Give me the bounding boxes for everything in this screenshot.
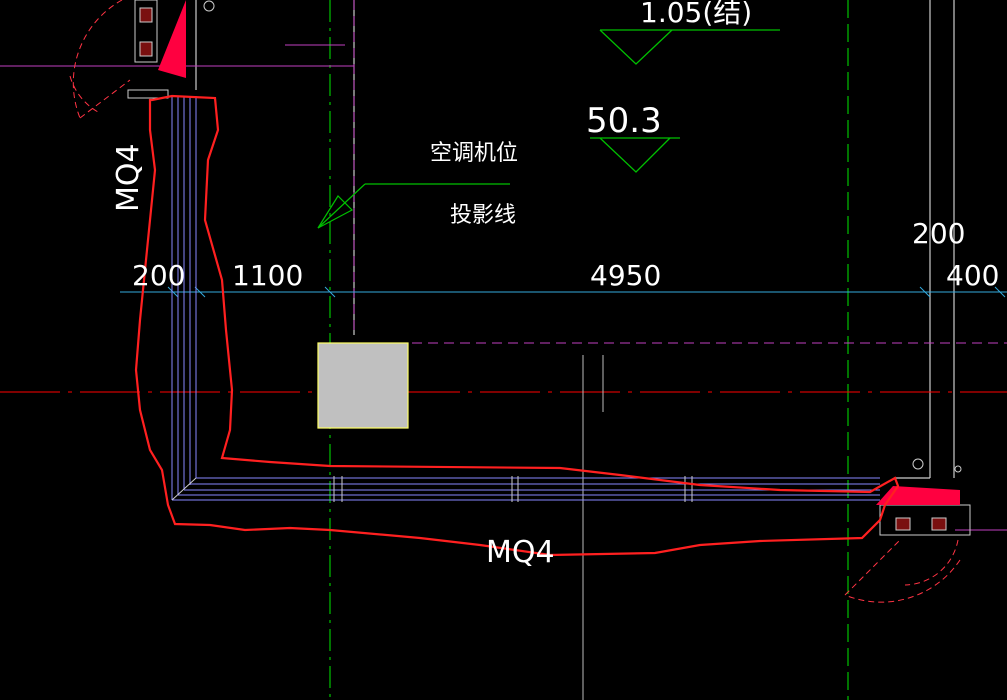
door-detail-bottom-right bbox=[876, 458, 971, 536]
markup-red-outline bbox=[134, 94, 900, 557]
building-outline bbox=[195, 0, 955, 479]
top-level-label: 1.05(结) bbox=[640, 0, 752, 29]
wall-mq4-horizontal bbox=[171, 477, 880, 501]
red-axis-line bbox=[0, 355, 1007, 700]
note-leader bbox=[317, 183, 510, 229]
level-symbol-50-3 bbox=[590, 137, 680, 173]
dim-1100: 1100 bbox=[232, 259, 303, 292]
note-line-2: 投影线 bbox=[450, 203, 516, 228]
dim-4950: 4950 bbox=[590, 259, 661, 292]
door-detail-top-left bbox=[127, 0, 215, 99]
dimension-line bbox=[120, 286, 1007, 298]
wall-joint-marks bbox=[333, 476, 693, 502]
level-value-label: 50.3 bbox=[586, 101, 662, 141]
wall-mq4-vertical bbox=[171, 96, 197, 500]
note-line-1: 空调机位 bbox=[430, 141, 518, 166]
dim-400-right: 400 bbox=[946, 259, 999, 292]
door-swing-top-left bbox=[69, 0, 131, 119]
dim-200-left: 200 bbox=[132, 259, 185, 292]
level-symbol-top bbox=[599, 29, 780, 65]
door-swing-bottom-right bbox=[844, 539, 961, 603]
wall-label-vertical: MQ4 bbox=[111, 143, 146, 212]
structural-column bbox=[317, 342, 409, 429]
dim-200-right: 200 bbox=[912, 217, 965, 250]
wall-label-horizontal: MQ4 bbox=[486, 535, 555, 570]
